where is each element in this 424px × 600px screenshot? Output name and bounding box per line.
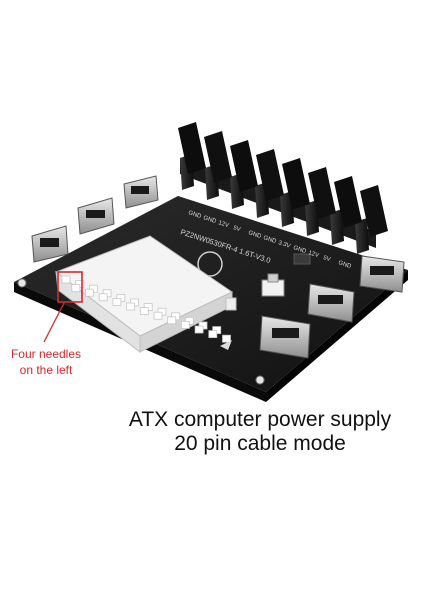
- mount-hole: [255, 375, 265, 385]
- connector-pin-socket: [126, 302, 135, 311]
- connector-pin-socket: [85, 288, 94, 297]
- pin-label: GND: [262, 235, 277, 245]
- connector-pin-socket: [194, 325, 204, 334]
- usb-port: [307, 283, 355, 323]
- pin-label: 3.3V: [277, 240, 291, 250]
- pin-label: GND: [187, 210, 202, 220]
- callout-line-2: on the left: [19, 363, 73, 377]
- callout-line: [43, 302, 65, 343]
- pin-label: GND: [247, 230, 262, 240]
- logo-circle: [197, 251, 223, 277]
- connector-pin-socket: [208, 330, 218, 339]
- callout-text: Four needles on the left: [0, 346, 92, 378]
- pin-label: GND: [202, 215, 217, 225]
- caption-line-1: ATX computer power supply: [128, 408, 392, 431]
- highlight-box: [57, 271, 83, 303]
- connector-pin-socket: [180, 320, 190, 329]
- caption-line-2: 20 pin cable mode: [174, 432, 346, 455]
- pin-label: GND: [337, 260, 352, 270]
- silkscreen-pin-labels: GND GND 12V 5V GND GND 3.3V GND 12V 5V G…: [187, 210, 352, 270]
- connector-pin-socket: [71, 284, 81, 293]
- usb-port: [31, 225, 69, 263]
- connector-pin-socket: [167, 316, 177, 325]
- pin-label: 5V: [322, 255, 331, 263]
- usb-port: [359, 255, 405, 293]
- connector-pin-socket: [139, 307, 149, 316]
- mount-hole: [17, 278, 27, 288]
- usb-port: [123, 175, 159, 209]
- pin-label: 12V: [307, 250, 319, 259]
- connector-pin-socket: [153, 311, 163, 320]
- connector-pin-socket: [112, 297, 122, 306]
- connector-pin-socket: [61, 275, 71, 284]
- usb-port: [259, 315, 311, 359]
- usb-port: [77, 197, 115, 235]
- chip: [293, 253, 311, 265]
- pin-label: 5V: [232, 225, 241, 233]
- connector-latch: [225, 297, 237, 311]
- connector-pins: [61, 275, 231, 343]
- pin-label: GND: [292, 245, 307, 255]
- connector-pin-socket: [98, 293, 108, 302]
- callout-line-1: Four needles: [10, 347, 82, 361]
- jumper-pin: [267, 273, 279, 283]
- connector-pin-socket: [222, 334, 231, 343]
- pin-label: 12V: [217, 220, 229, 229]
- product-caption: ATX computer power supply 20 pin cable m…: [96, 408, 424, 456]
- heatsink: [178, 122, 388, 254]
